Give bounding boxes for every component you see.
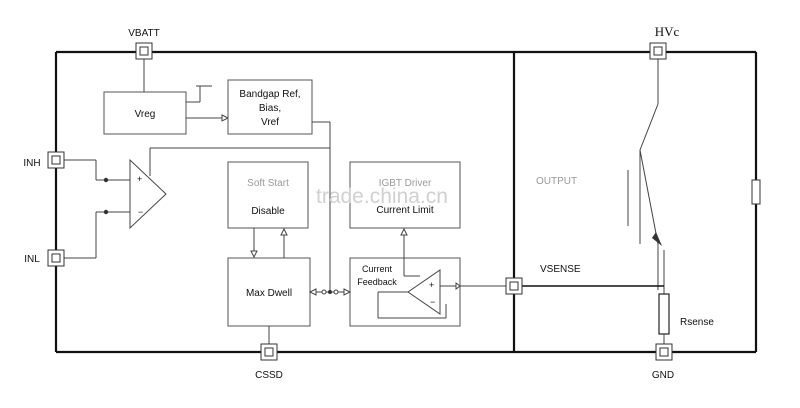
bandgap-label-line2: Bias, [259, 103, 281, 114]
rsense-label: Rsense [680, 317, 714, 328]
current-feedback-label-line2: Feedback [357, 277, 397, 287]
bandgap-label-line1: Bandgap Ref, [239, 89, 300, 100]
soft-start-label-line2: Disable [251, 206, 285, 217]
igbt-transistor-icon [627, 58, 662, 290]
current-feedback-block: Current Feedback + − [349, 227, 461, 327]
pin-vbatt [135, 42, 153, 92]
rsense-resistor-icon [658, 250, 670, 346]
output-connector [751, 179, 761, 205]
softstart-maxdwell-arrows [250, 227, 288, 259]
pin-inh [47, 151, 65, 169]
svg-text:−: − [138, 207, 143, 217]
comparator-icon [129, 158, 167, 230]
pin-gnd [655, 343, 673, 361]
svg-text:+: + [137, 174, 142, 184]
svg-text:−: − [430, 297, 435, 307]
pin-cssd [260, 343, 278, 361]
external-circuit-boundary [514, 50, 758, 354]
inh-label: INH [23, 158, 40, 169]
max-dwell-block: Max Dwell [227, 257, 311, 327]
vsense-label: VSENSE [540, 264, 581, 275]
bandgap-label-line3: Vref [261, 117, 279, 128]
pin-hvc [649, 42, 667, 60]
current-feedback-label-line1: Current [362, 264, 393, 274]
feedback-opamp-icon [407, 269, 441, 315]
pin-vsense [505, 277, 523, 295]
pin-inl [47, 249, 65, 267]
output-label: OUTPUT [536, 176, 577, 187]
input-comparator: + − [64, 147, 330, 259]
svg-text:+: + [429, 280, 434, 290]
chip-boundary [54, 50, 516, 354]
igbt-label-line1: IGBT Driver [379, 178, 432, 189]
inl-label: INL [24, 254, 40, 265]
hvc-label: HVc [655, 24, 680, 39]
igbt-driver-block: IGBT Driver Current Limit [349, 161, 461, 229]
soft-start-block: Soft Start Disable [227, 161, 309, 229]
watermark: trade.china.cn [316, 185, 448, 208]
vreg-label: Vreg [135, 109, 156, 120]
soft-start-label-line1: Soft Start [247, 178, 289, 189]
maxdwell-feedback-link [308, 288, 352, 296]
max-dwell-label: Max Dwell [246, 288, 292, 299]
gnd-label: GND [652, 370, 674, 381]
bandgap-block: Bandgap Ref, Bias, Vref [227, 79, 313, 135]
vbatt-label: VBATT [128, 28, 159, 39]
igbt-label-line2: Current Limit [376, 205, 433, 216]
vreg-to-bandgap-arrow [186, 114, 230, 122]
cssd-label: CSSD [255, 370, 283, 381]
vreg-ground-icon [186, 85, 212, 103]
vreg-block: Vreg [103, 91, 187, 135]
